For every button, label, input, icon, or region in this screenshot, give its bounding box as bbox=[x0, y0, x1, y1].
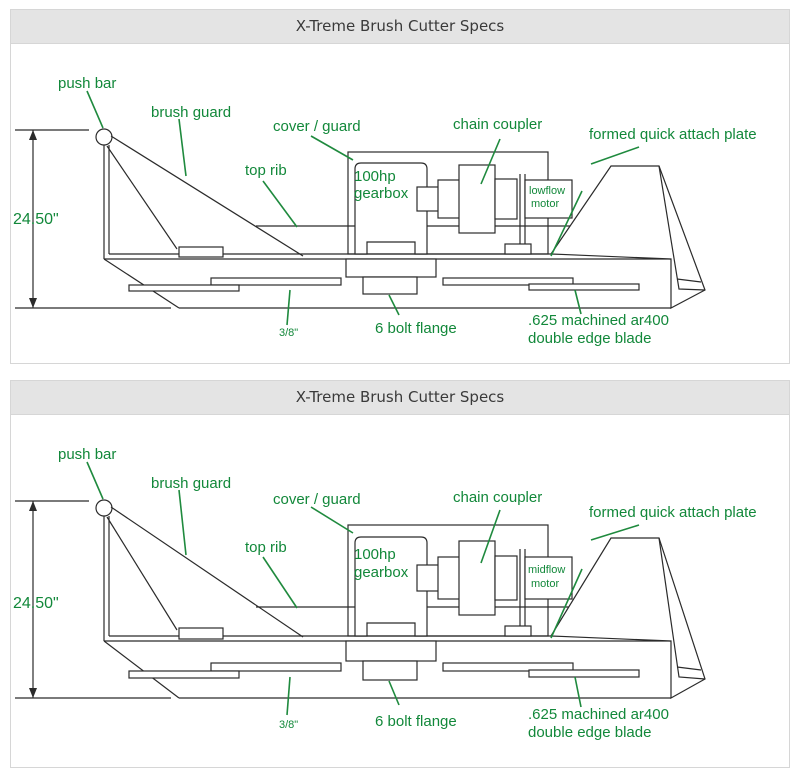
motor-shape bbox=[524, 556, 573, 600]
spec-panel-midflow: X-Treme Brush Cutter Specs bbox=[10, 380, 790, 768]
label-push-bar: push bar bbox=[58, 446, 116, 463]
motor-shape bbox=[524, 179, 573, 219]
blade-shape bbox=[128, 284, 240, 292]
chain-coupler-shape bbox=[458, 164, 496, 234]
label-blade-type: double edge blade bbox=[528, 330, 651, 347]
label-formed-quick-attach-plate: formed quick attach plate bbox=[589, 126, 757, 143]
label-top-rib: top rib bbox=[245, 539, 287, 556]
label-thickness: 3/8" bbox=[279, 327, 298, 339]
label-brush-guard: brush guard bbox=[151, 475, 231, 492]
label-push-bar: push bar bbox=[58, 75, 116, 92]
blade-shape bbox=[128, 670, 240, 679]
label-motor-flow: midflow bbox=[528, 564, 565, 576]
brush-cutter-diagram: push bar brush guard cover / guard chain… bbox=[13, 75, 757, 347]
label-gearbox: gearbox bbox=[354, 564, 409, 581]
label-blade-type: double edge blade bbox=[528, 724, 651, 741]
label-height-dimension: 24.50" bbox=[13, 595, 59, 612]
label-thickness: 3/8" bbox=[279, 719, 298, 731]
bolt-flange-shape bbox=[362, 660, 418, 681]
chain-coupler-shape bbox=[458, 540, 496, 616]
push-bar-shape bbox=[95, 499, 113, 517]
label-formed-quick-attach-plate: formed quick attach plate bbox=[589, 504, 757, 521]
gearbox-shape bbox=[354, 162, 428, 255]
label-bolt-flange: 6 bolt flange bbox=[375, 320, 457, 337]
label-motor: motor bbox=[531, 198, 559, 210]
label-gearbox-hp: 100hp bbox=[354, 168, 396, 185]
bolt-flange-shape bbox=[362, 276, 418, 295]
push-bar-shape bbox=[95, 128, 113, 146]
label-chain-coupler: chain coupler bbox=[453, 116, 542, 133]
label-blade-spec: .625 machined ar400 bbox=[528, 706, 669, 723]
label-gearbox-hp: 100hp bbox=[354, 546, 396, 563]
label-cover-guard: cover / guard bbox=[273, 118, 361, 135]
label-blade-spec: .625 machined ar400 bbox=[528, 312, 669, 329]
panel-title: X-Treme Brush Cutter Specs bbox=[11, 381, 789, 415]
label-top-rib: top rib bbox=[245, 162, 287, 179]
label-gearbox: gearbox bbox=[354, 185, 409, 202]
brush-cutter-diagram: push bar brush guard cover / guard chain… bbox=[13, 446, 757, 741]
label-bolt-flange: 6 bolt flange bbox=[375, 713, 457, 730]
label-brush-guard: brush guard bbox=[151, 104, 231, 121]
label-cover-guard: cover / guard bbox=[273, 491, 361, 508]
label-motor-flow: lowflow bbox=[529, 185, 565, 197]
gearbox-shape bbox=[354, 536, 428, 637]
spec-panel-lowflow: X-Treme Brush Cutter Specs bbox=[10, 9, 790, 364]
label-height-dimension: 24.50" bbox=[13, 211, 59, 228]
panel-title: X-Treme Brush Cutter Specs bbox=[11, 10, 789, 44]
label-chain-coupler: chain coupler bbox=[453, 489, 542, 506]
label-motor: motor bbox=[531, 578, 559, 590]
